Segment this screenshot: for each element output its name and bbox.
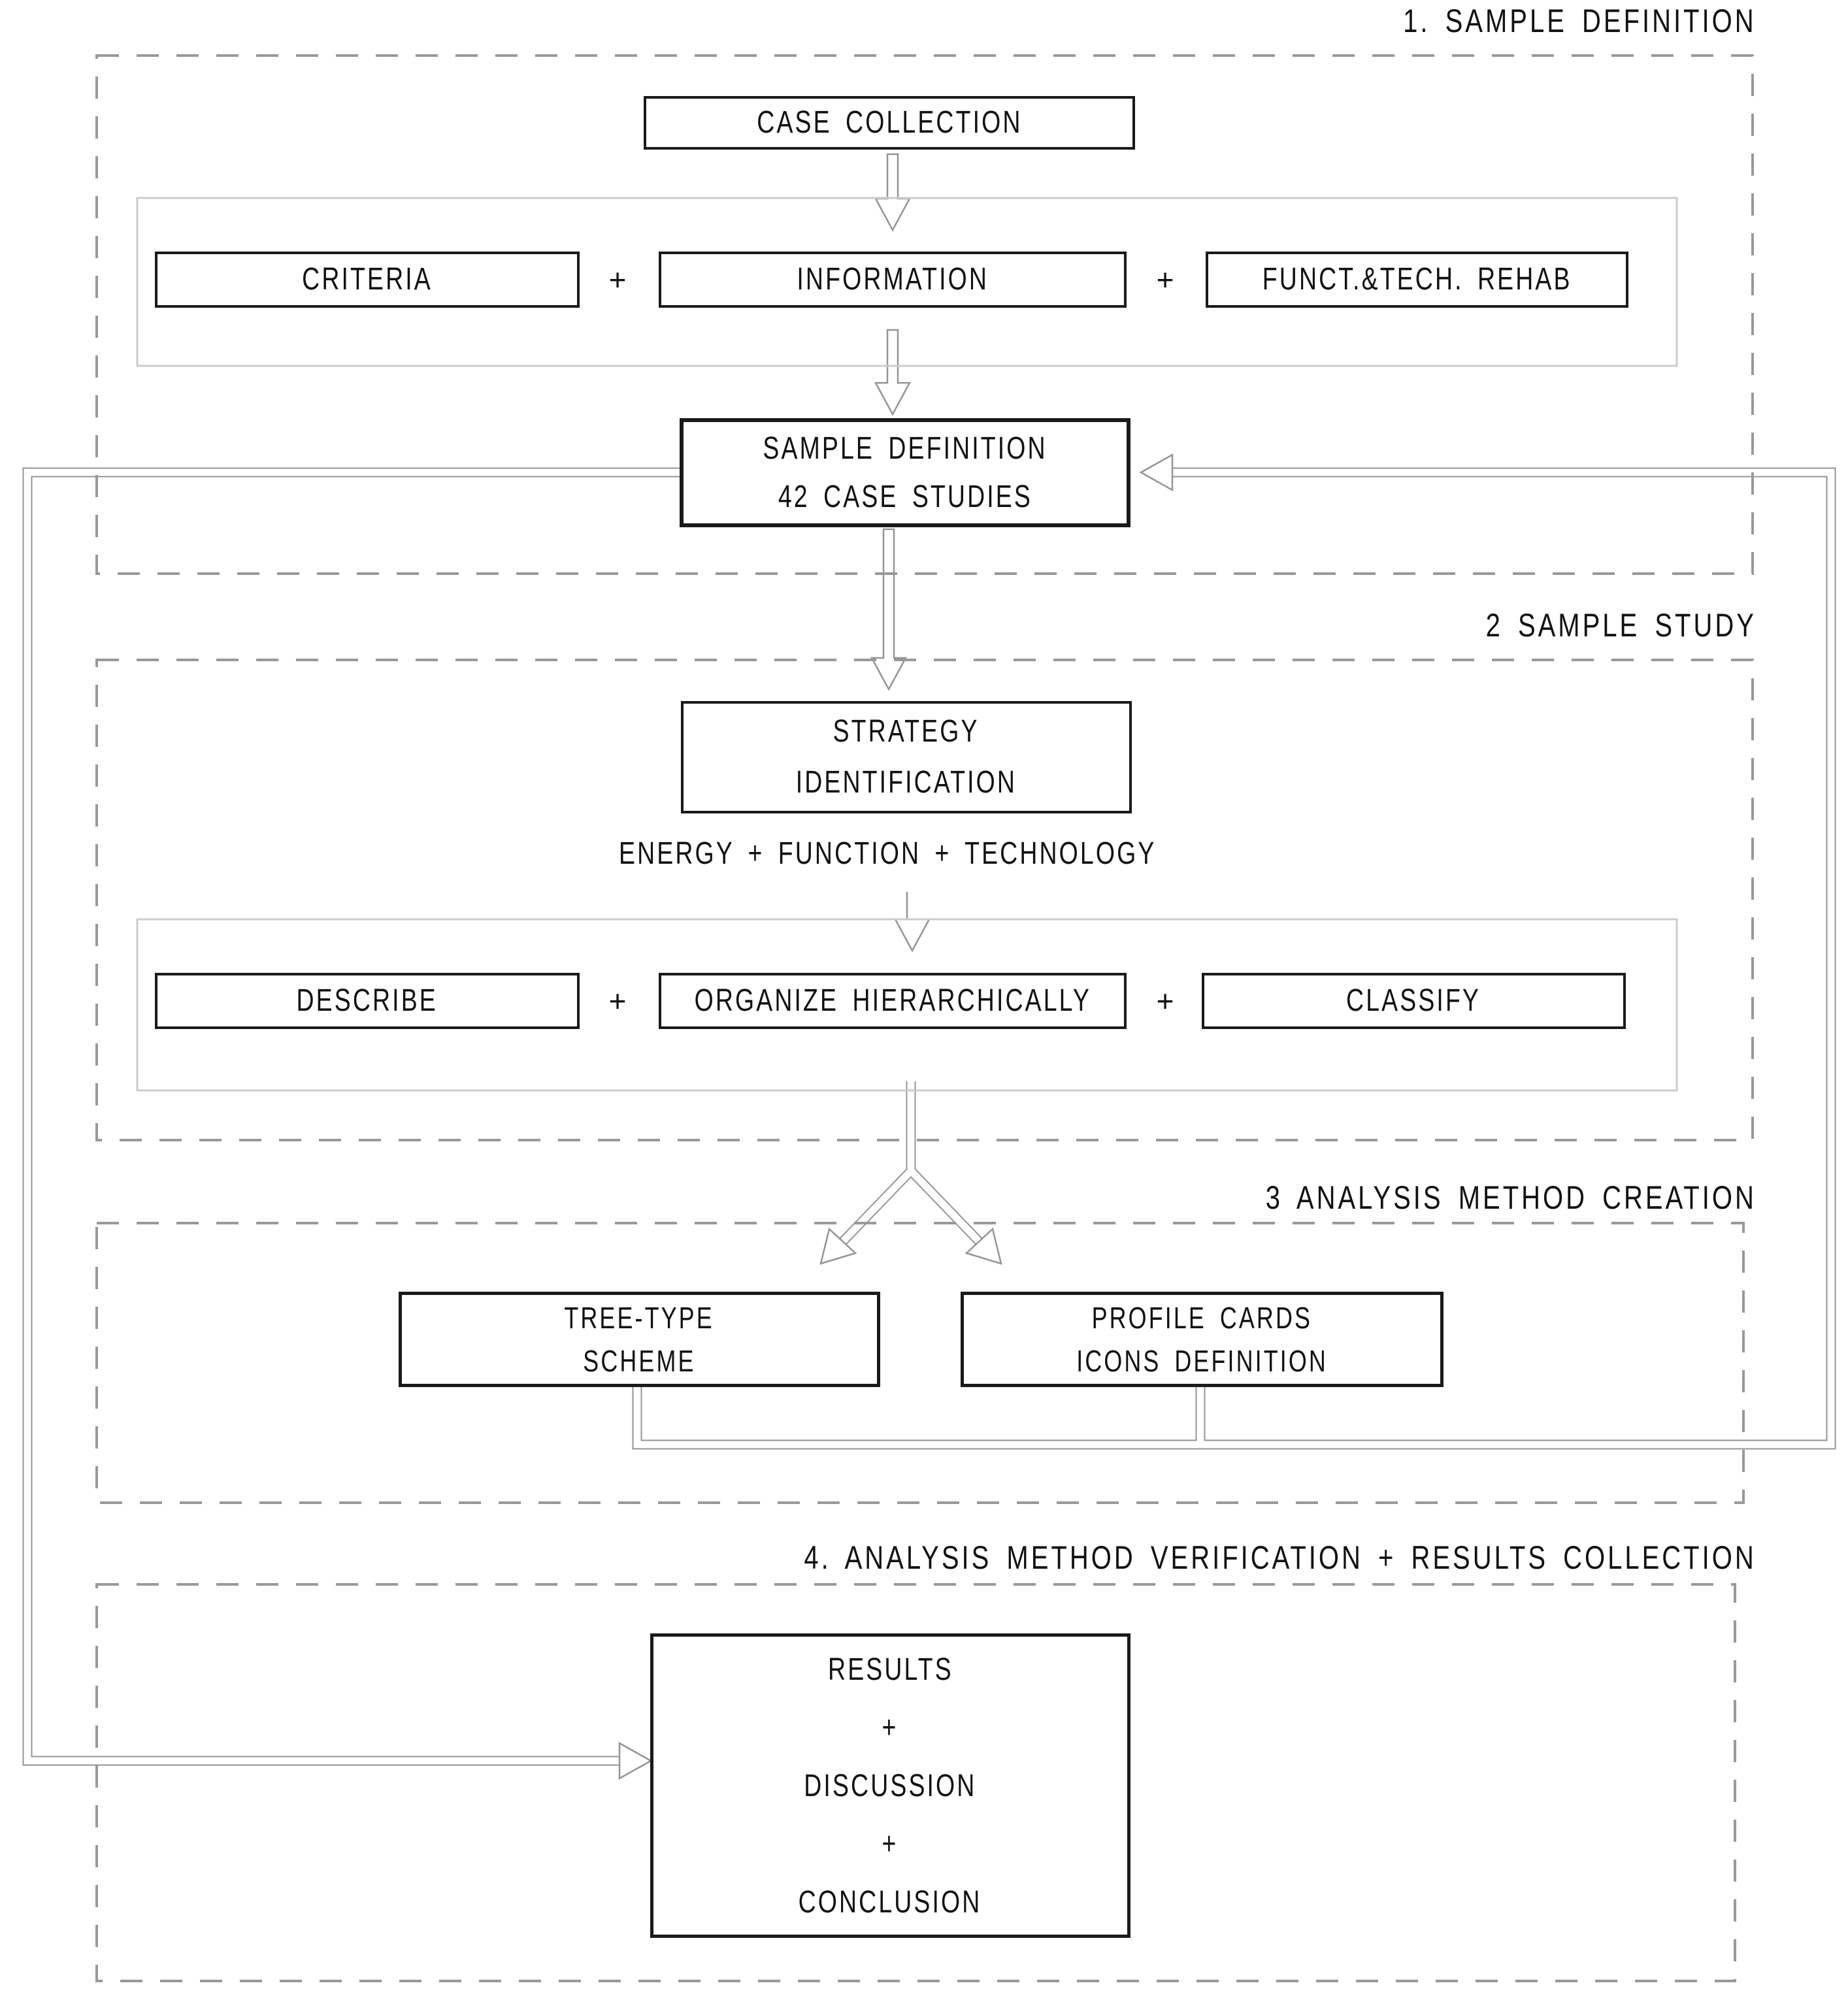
- section-2-boundary: [95, 659, 1754, 1141]
- node-strategy-identification: STRATEGY IDENTIFICATION: [681, 701, 1132, 813]
- arrowhead-down-left-icon: [819, 1227, 857, 1265]
- plus-operator: +: [608, 263, 627, 297]
- node-profile-cards-icons-definition: PROFILE CARDS ICONS DEFINITION: [961, 1292, 1444, 1387]
- arrowhead-down-right-icon: [965, 1227, 1002, 1265]
- arrow-down-icon: [874, 153, 912, 232]
- node-information: INFORMATION: [659, 252, 1127, 308]
- node-tree-type-scheme: TREE-TYPE SCHEME: [399, 1292, 880, 1387]
- arrow-down-icon: [874, 329, 912, 416]
- plus-operator: +: [1156, 984, 1174, 1018]
- section-4-boundary: [95, 1583, 1736, 1982]
- split-arrow-branches: [838, 1164, 983, 1246]
- group-container-sample-criteria: [136, 197, 1678, 367]
- group-container-study-actions: [136, 918, 1678, 1092]
- node-case-collection: CASE COLLECTION: [644, 96, 1135, 150]
- section-3-boundary: [95, 1222, 1745, 1504]
- node-results-discussion-conclusion: RESULTS + DISCUSSION + CONCLUSION: [650, 1633, 1130, 1938]
- arrow-down-icon: [893, 892, 931, 953]
- section-3-label: 3 ANALYSIS METHOD CREATION: [1265, 1179, 1757, 1216]
- node-classify: CLASSIFY: [1202, 973, 1626, 1029]
- section-1-label: 1. SAMPLE DEFINITION: [1403, 3, 1757, 39]
- node-sample-definition: SAMPLE DEFINITION 42 CASE STUDIES: [680, 418, 1130, 527]
- node-describe: DESCRIBE: [155, 973, 580, 1029]
- section-4-label: 4. ANALYSIS METHOD VERIFICATION + RESULT…: [804, 1539, 1757, 1576]
- arrow-down-icon: [870, 528, 908, 691]
- section-2-label: 2 SAMPLE STUDY: [1485, 607, 1757, 644]
- node-criteria: CRITERIA: [155, 252, 580, 308]
- plus-operator: +: [1156, 263, 1174, 297]
- plus-operator: +: [608, 984, 627, 1018]
- arrowhead-right-icon: [618, 1741, 653, 1780]
- connector-cores: [24, 468, 1835, 1765]
- section-1-boundary: [95, 54, 1754, 575]
- node-funct-tech-rehab: FUNCT.&TECH. REHAB: [1206, 252, 1628, 308]
- node-organize-hierarchically: ORGANIZE HIERARCHICALLY: [659, 973, 1127, 1029]
- energy-function-technology-text: ENERGY + FUNCTION + TECHNOLOGY: [618, 836, 1157, 871]
- arrowhead-left-icon: [1139, 453, 1174, 492]
